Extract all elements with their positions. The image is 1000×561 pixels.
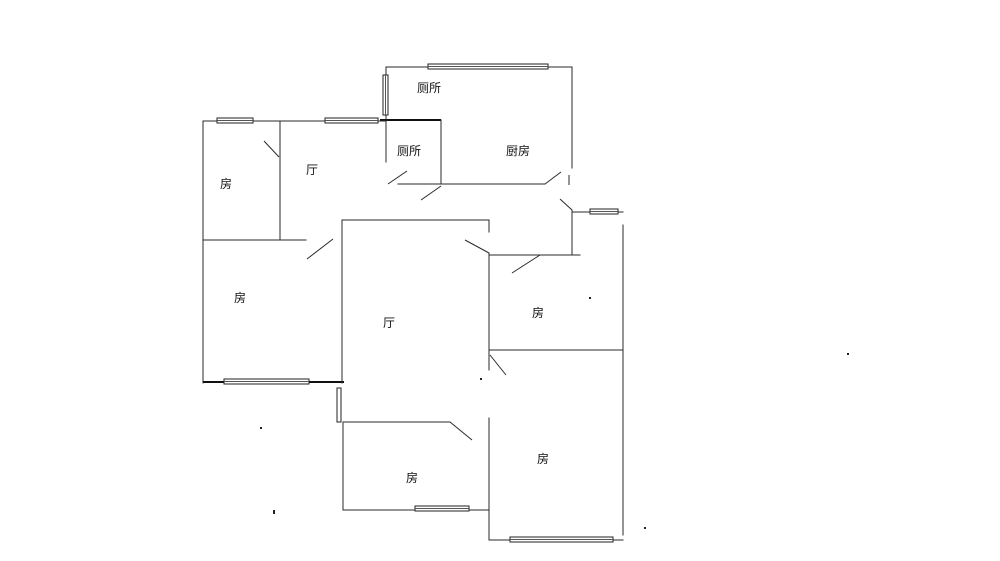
door-swing <box>263 140 280 158</box>
window <box>216 117 254 124</box>
label-room-right-bottom: 房 <box>537 451 549 466</box>
dot <box>644 527 646 529</box>
window <box>324 117 379 124</box>
window <box>427 63 549 70</box>
dot <box>260 427 262 429</box>
window <box>382 74 389 116</box>
label-room-bottom: 房 <box>406 470 418 485</box>
window <box>336 387 342 423</box>
label-toilet-mid: 厕所 <box>397 144 421 158</box>
window <box>589 208 619 215</box>
door-swing <box>511 254 541 274</box>
door-swing <box>544 171 562 185</box>
stray-marks <box>260 297 849 529</box>
dot <box>273 510 275 514</box>
window <box>414 505 470 512</box>
door-swing <box>420 185 442 201</box>
label-toilet-top: 厕所 <box>417 81 441 95</box>
door-swing <box>559 198 573 211</box>
room-labels: 厕所 厕所 厨房 房 厅 房 厅 房 房 房 <box>220 81 549 485</box>
window <box>223 378 310 385</box>
label-room-right-top: 房 <box>532 305 544 320</box>
door-swing <box>489 354 507 376</box>
walls <box>202 66 624 541</box>
door-swing <box>449 421 473 441</box>
label-kitchen: 厨房 <box>506 143 530 158</box>
label-hall-small: 厅 <box>306 163 318 177</box>
dot <box>847 353 849 355</box>
door-swing <box>387 170 408 185</box>
window <box>509 536 614 543</box>
dot <box>589 297 591 299</box>
door-swing <box>464 239 490 254</box>
label-room-left: 房 <box>234 290 246 305</box>
dot <box>480 378 482 380</box>
label-hall-main: 厅 <box>383 316 395 330</box>
door-swing <box>306 238 334 260</box>
windows <box>216 63 619 543</box>
label-room-top-left: 房 <box>220 176 232 191</box>
doors <box>263 140 573 441</box>
